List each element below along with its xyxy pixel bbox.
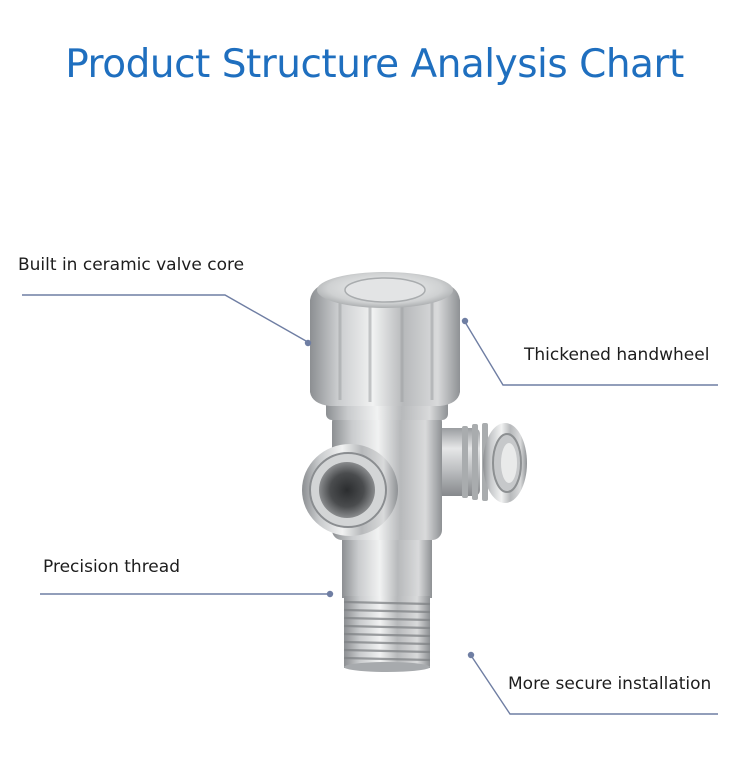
threaded-bottom bbox=[343, 596, 431, 672]
leader-handwheel-dot bbox=[461, 317, 469, 325]
callout-ceramic-valve-core: Built in ceramic valve core bbox=[18, 255, 245, 275]
right-outlet bbox=[418, 423, 527, 503]
leader-installation-dot bbox=[467, 651, 475, 659]
leader-installation bbox=[471, 656, 718, 715]
callout-thickened-handwheel: Thickened handwheel bbox=[524, 345, 710, 365]
leader-ceramic bbox=[22, 294, 307, 342]
leader-handwheel bbox=[464, 321, 718, 386]
callout-secure-installation: More secure installation bbox=[508, 674, 712, 694]
handwheel-cap bbox=[310, 272, 460, 406]
leader-ceramic-dot bbox=[304, 339, 312, 347]
page-title: Product Structure Analysis Chart bbox=[65, 42, 684, 87]
left-outlet bbox=[302, 444, 398, 536]
leader-thread-dot bbox=[326, 590, 334, 598]
callout-precision-thread: Precision thread bbox=[43, 557, 180, 577]
